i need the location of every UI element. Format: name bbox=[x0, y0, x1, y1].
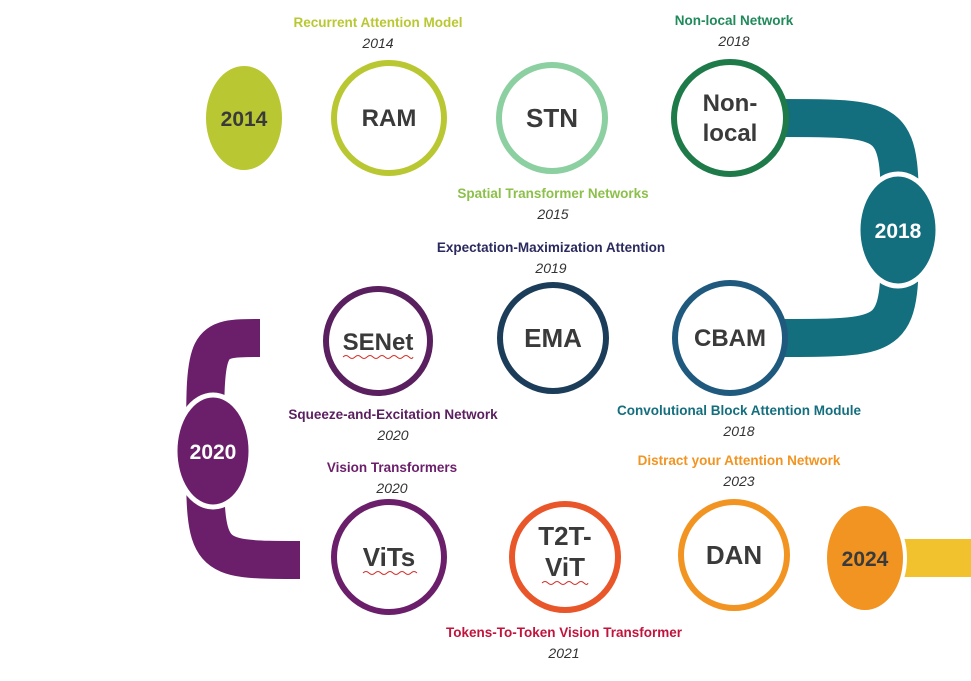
svg-text:local: local bbox=[703, 120, 758, 147]
label-ram-title: Recurrent Attention Model bbox=[293, 15, 463, 30]
svg-text:2018: 2018 bbox=[875, 220, 922, 243]
svg-text:2024: 2024 bbox=[842, 548, 889, 571]
svg-text:RAM: RAM bbox=[362, 105, 417, 132]
label-t2t: Tokens-To-Token Vision Transformer 2021 bbox=[446, 626, 682, 660]
node-dan: DAN bbox=[678, 499, 790, 611]
node-stn: STN bbox=[496, 62, 608, 174]
label-stn-year: 2015 bbox=[537, 205, 569, 222]
label-t2t-year: 2021 bbox=[548, 644, 580, 661]
label-senet: Squeeze-and-Excitation Network 2020 bbox=[288, 408, 497, 442]
label-senet-year: 2020 bbox=[377, 426, 409, 443]
svg-text:DAN: DAN bbox=[706, 540, 762, 570]
node-ema: EMA bbox=[497, 282, 609, 394]
node-ram: RAM bbox=[331, 60, 447, 176]
label-dan-year: 2023 bbox=[723, 472, 755, 489]
node-vits: ViTs bbox=[331, 499, 447, 615]
label-senet-title: Squeeze-and-Excitation Network bbox=[288, 407, 498, 422]
svg-text:2014: 2014 bbox=[221, 108, 268, 131]
label-ema-title: Expectation-Maximization Attention bbox=[436, 240, 666, 255]
year-marker-2014: 2014 bbox=[202, 62, 286, 174]
label-dan-title: Distract your Attention Network bbox=[637, 453, 841, 468]
label-vits: Vision Transformers 2020 bbox=[327, 461, 457, 495]
svg-text:SENet: SENet bbox=[343, 329, 414, 356]
label-vits-year: 2020 bbox=[376, 479, 408, 496]
label-cbam-title: Convolutional Block Attention Module bbox=[617, 403, 861, 418]
svg-text:ViT: ViT bbox=[545, 552, 585, 582]
label-dan: Distract your Attention Network 2023 bbox=[638, 454, 841, 488]
svg-text:2020: 2020 bbox=[190, 441, 237, 464]
svg-text:EMA: EMA bbox=[524, 323, 582, 353]
label-t2t-title: Tokens-To-Token Vision Transformer bbox=[445, 625, 683, 640]
label-stn: Spatial Transformer Networks 2015 bbox=[457, 187, 648, 221]
label-nonlocal-year: 2018 bbox=[718, 32, 750, 49]
label-ram: Recurrent Attention Model 2014 bbox=[293, 16, 462, 50]
label-ema: Expectation-Maximization Attention 2019 bbox=[437, 241, 665, 275]
label-vits-title: Vision Transformers bbox=[326, 460, 458, 475]
node-t2t-vit: T2T- ViT bbox=[509, 501, 621, 613]
year-marker-2024: 2024 bbox=[823, 502, 907, 614]
label-stn-title: Spatial Transformer Networks bbox=[457, 186, 649, 201]
svg-text:CBAM: CBAM bbox=[694, 325, 766, 352]
svg-text:Non-: Non- bbox=[703, 90, 758, 117]
label-ema-year: 2019 bbox=[535, 259, 567, 276]
label-cbam: Convolutional Block Attention Module 201… bbox=[617, 404, 861, 438]
svg-text:T2T-: T2T- bbox=[538, 521, 591, 551]
node-nonlocal: Non- local bbox=[671, 59, 789, 177]
label-ram-year: 2014 bbox=[362, 34, 394, 51]
year-marker-2018: 2018 bbox=[855, 171, 941, 289]
node-senet: SENet bbox=[323, 286, 433, 396]
svg-text:STN: STN bbox=[526, 103, 578, 133]
node-cbam: CBAM bbox=[672, 280, 788, 396]
svg-text:ViTs: ViTs bbox=[363, 542, 416, 572]
label-nonlocal-title: Non-local Network bbox=[674, 13, 794, 28]
label-nonlocal: Non-local Network 2018 bbox=[675, 14, 794, 48]
year-marker-2020: 2020 bbox=[172, 392, 254, 510]
label-cbam-year: 2018 bbox=[723, 422, 755, 439]
